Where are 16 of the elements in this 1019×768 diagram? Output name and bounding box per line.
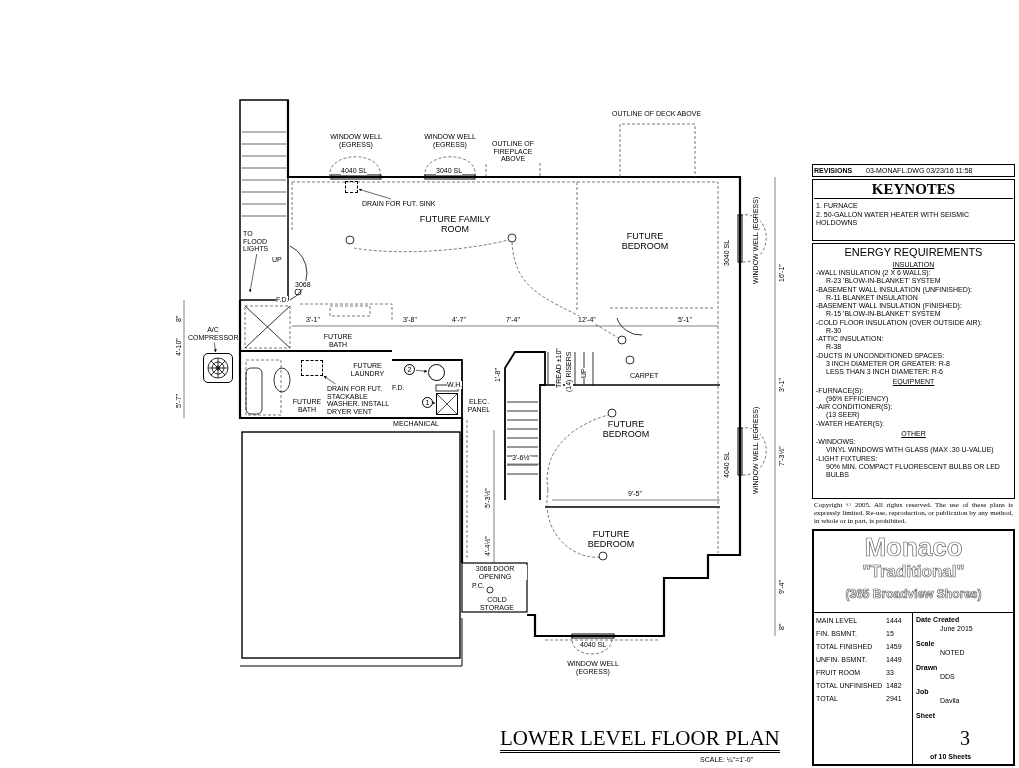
room-label: FUTURE BEDROOM xyxy=(595,420,657,440)
drain-box xyxy=(345,181,358,193)
room-label: FUTURE BEDROOM xyxy=(580,530,642,550)
compressor-drawing xyxy=(203,353,233,383)
washer-space xyxy=(301,360,323,376)
title-block-value: 3 xyxy=(960,727,970,749)
plan-subtitle: "Traditional" xyxy=(861,563,966,582)
room-label: FUTURE FAMILY ROOM xyxy=(415,215,495,235)
room-label: FUTURE BEDROOM xyxy=(610,232,680,252)
leader-line xyxy=(432,401,436,405)
drawing-title: LOWER LEVEL FLOOR PLAN xyxy=(500,727,780,754)
plan-name: Monaco xyxy=(863,533,964,562)
address-text: (365 Broadview Shores) xyxy=(844,588,983,602)
furnace-box xyxy=(436,393,458,415)
section-heading: KEYNOTES xyxy=(870,181,957,198)
section-heading: ENERGY REQUIREMENTS xyxy=(843,246,984,259)
